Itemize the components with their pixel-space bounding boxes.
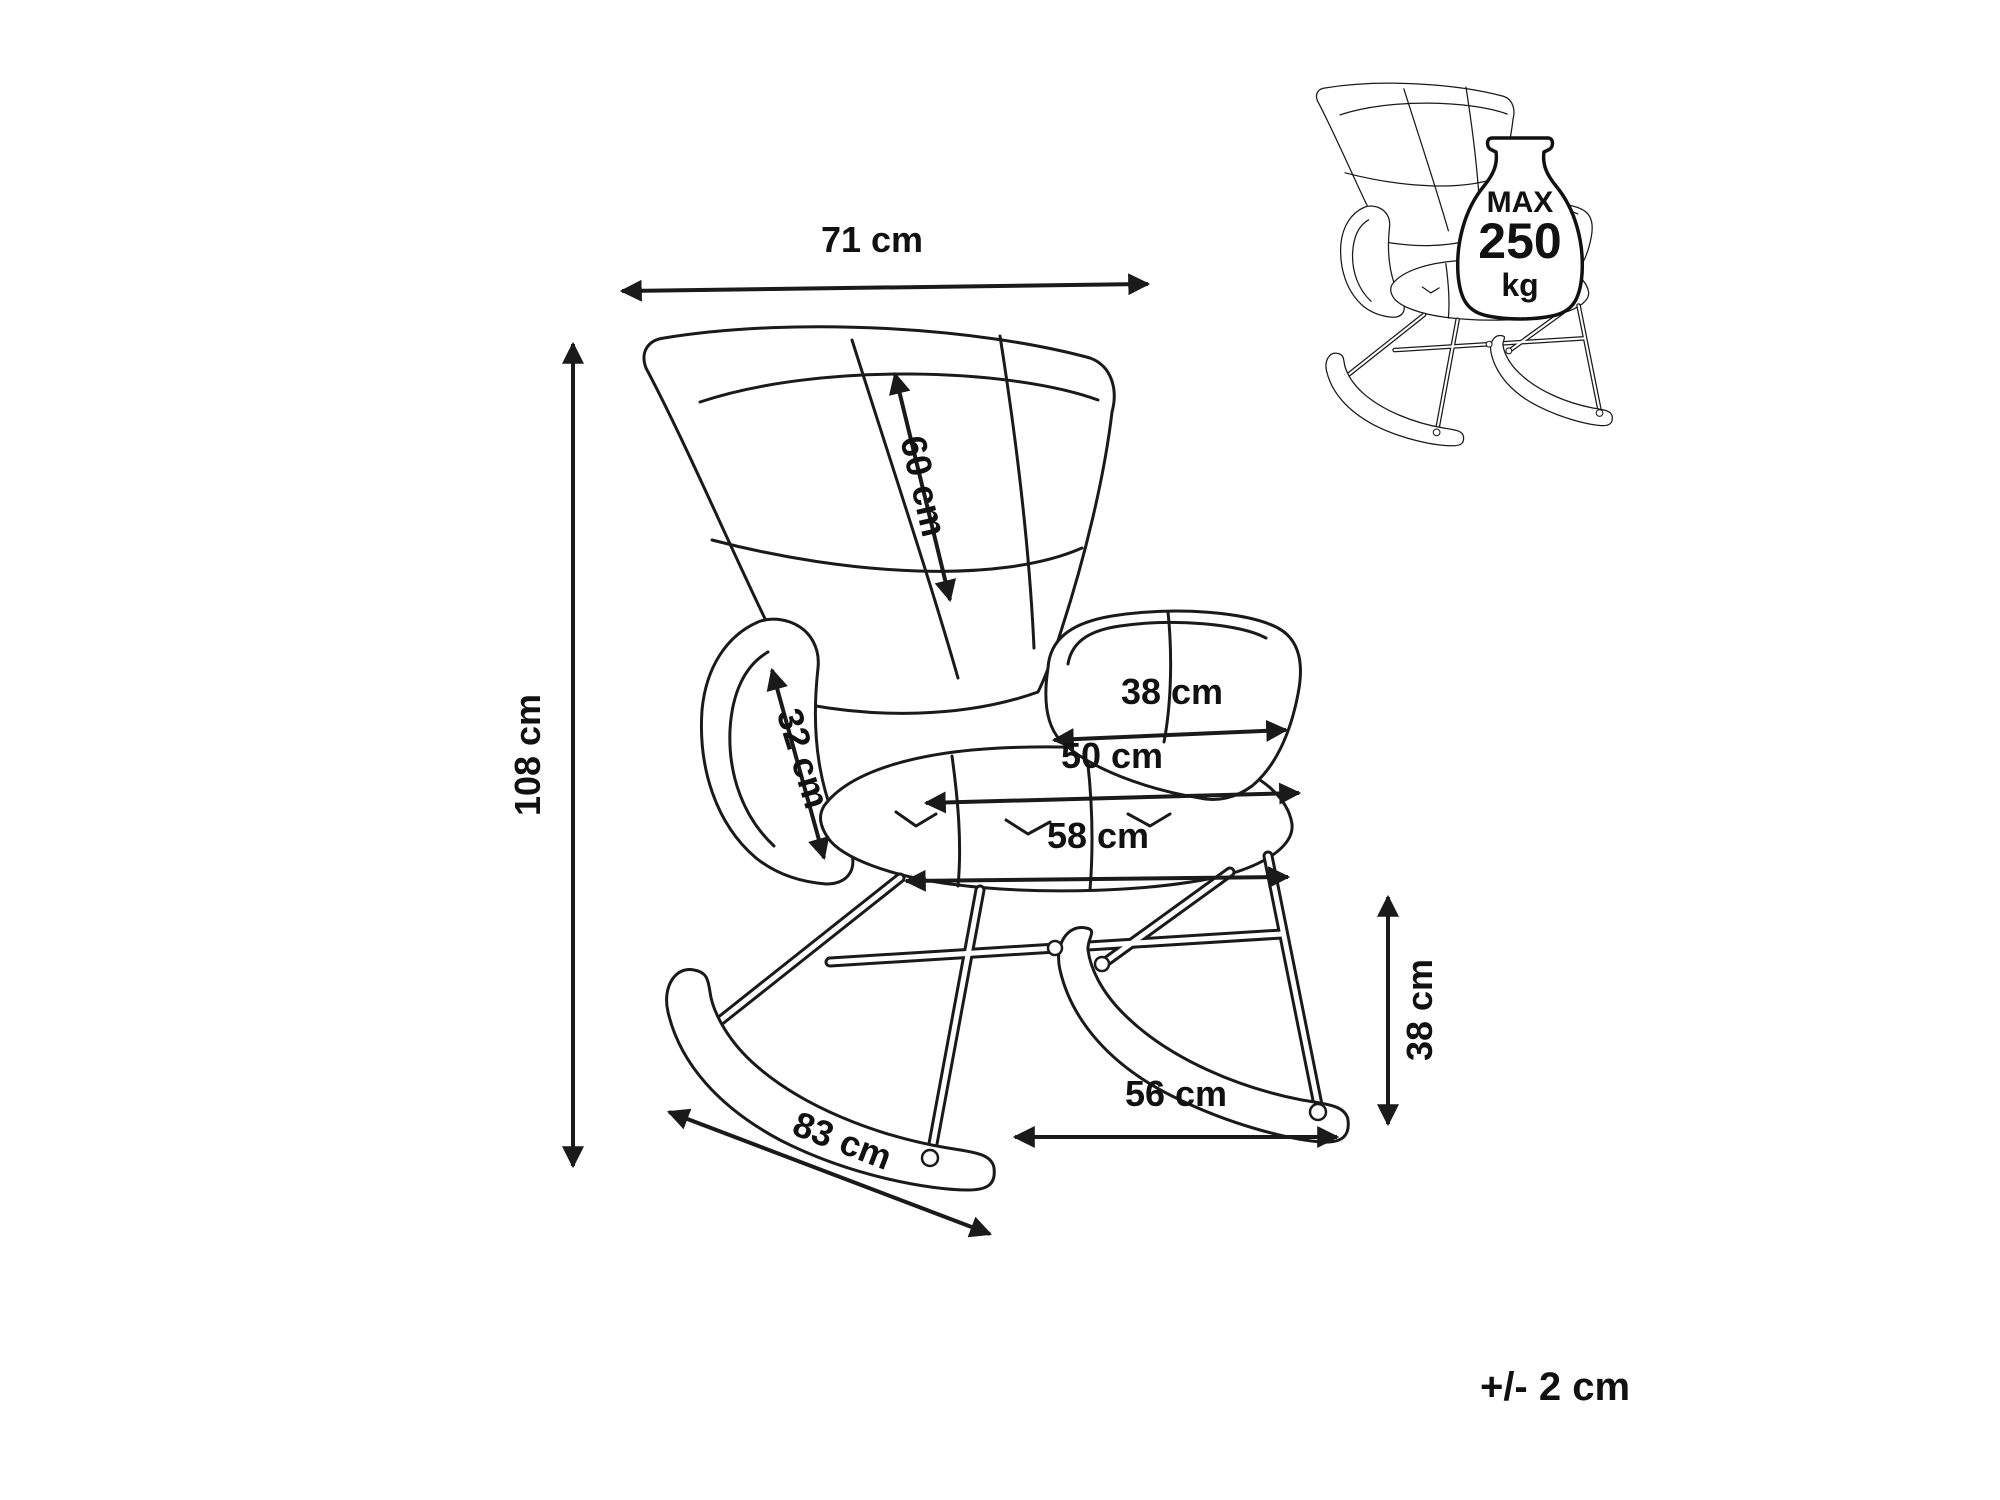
dimension-seat-width: 50 cm [923, 735, 1302, 814]
dimension-label-seat-height: 38 cm [1399, 959, 1440, 1061]
dimension-label-overall-width: 71 cm [821, 219, 923, 260]
main-chair-drawing [644, 327, 1348, 1190]
weight-limit-value: 250 [1478, 213, 1561, 269]
weight-limit-max-label: MAX [1487, 186, 1554, 219]
weight-icon [1455, 136, 1585, 321]
dimension-label-base-width: 56 cm [1125, 1073, 1227, 1114]
dimension-seat-total-width: 58 cm [903, 815, 1291, 892]
dimension-label-seat-width: 50 cm [1061, 735, 1163, 776]
weight-limit-badge: MAX 250 kg [1455, 136, 1585, 321]
weight-limit-unit: kg [1501, 267, 1538, 303]
dimension-base-width: 56 cm [1012, 1073, 1340, 1148]
dimension-label-seat-depth: 38 cm [1121, 671, 1223, 712]
tolerance-note: +/- 2 cm [1480, 1365, 1630, 1409]
dimension-label-seat-total-width: 58 cm [1047, 815, 1149, 856]
dimension-label-overall-height: 108 cm [507, 694, 548, 816]
dimension-seat-depth: 38 cm [1051, 671, 1289, 751]
dimension-seat-height: 38 cm [1377, 894, 1440, 1127]
dimension-overall-height: 108 cm [507, 341, 584, 1169]
dimension-overall-width: 71 cm [619, 219, 1151, 302]
